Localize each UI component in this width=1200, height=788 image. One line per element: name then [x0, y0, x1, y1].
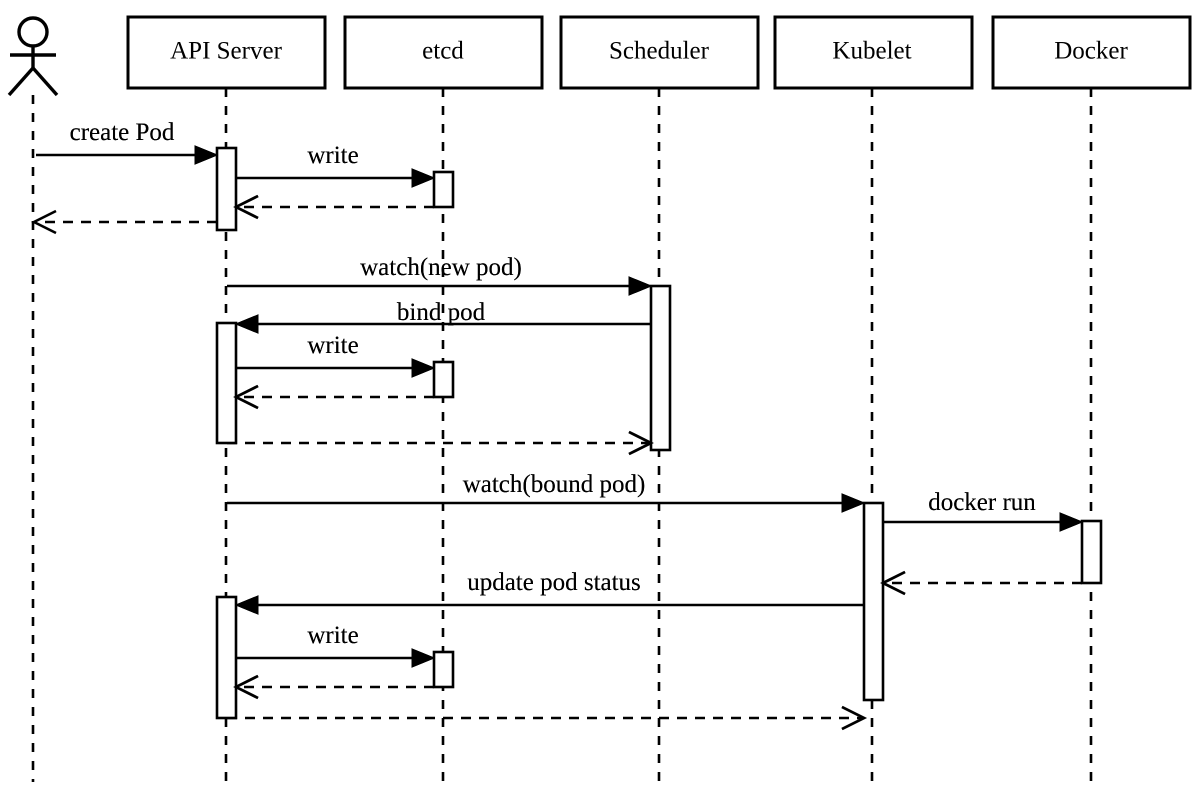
message-return-etcd-1[interactable]: [233, 194, 434, 220]
participant-label-etcd: etcd: [422, 38, 464, 65]
participant-box-docker[interactable]: [991, 15, 1192, 90]
participant-scheduler[interactable]: Scheduler: [559, 15, 760, 90]
message-return-actor[interactable]: [31, 209, 217, 235]
label-overlay-watch-new-pod: watch(new pod): [360, 254, 522, 281]
message-label-docker-run: docker run: [928, 489, 1036, 516]
label-overlay-write-3: write: [307, 622, 358, 649]
message-update-pod-status[interactable]: update pod status: [234, 569, 864, 615]
overlay-labels-group: create Pod write watch(new pod) bind pod…: [70, 119, 1037, 649]
message-label-update-pod-status: update pod status: [467, 569, 641, 596]
arrowhead-return-scheduler-overlay: [628, 430, 654, 456]
arrowhead-create-pod-overlay: [194, 145, 219, 165]
label-overlay-write-1: write: [307, 142, 358, 169]
label-overlay-write-2: write: [307, 332, 358, 359]
arrowhead-return-etcd-1-overlay: [233, 194, 259, 220]
arrowhead-watch-new-pod-overlay: [628, 276, 653, 296]
message-label-watch-bound-pod: watch(bound pod): [463, 471, 646, 498]
lifelines-group: [31, 88, 1093, 782]
message-label-write-3: write: [307, 622, 358, 649]
messages-group: create Pod write watch(n: [31, 119, 1084, 731]
label-overlay-update-pod-status: update pod status: [467, 569, 641, 596]
arrowhead-return-actor: [31, 209, 57, 235]
message-return-docker[interactable]: [880, 570, 1082, 596]
activation-bar-apiserver-1[interactable]: [215, 146, 238, 232]
actor-leg-right: [31, 66, 59, 97]
message-watch-bound-pod[interactable]: watch(bound pod): [227, 471, 866, 513]
participant-docker[interactable]: Docker: [991, 15, 1192, 90]
label-overlay-watch-bound-pod: watch(bound pod): [463, 471, 646, 498]
activations-group: [215, 146, 1103, 720]
message-label-create-pod: create Pod: [70, 119, 175, 146]
message-return-etcd-2[interactable]: [233, 384, 434, 410]
arrowhead-return-etcd-3-overlay: [233, 674, 259, 700]
participant-box-apiserver[interactable]: [126, 15, 327, 90]
arrowhead-write-1-overlay: [411, 168, 436, 188]
message-label-watch-new-pod: watch(new pod): [360, 254, 522, 281]
message-return-kubelet[interactable]: [227, 705, 867, 731]
activation-bar-apiserver-2[interactable]: [215, 321, 238, 445]
message-return-etcd-3[interactable]: [233, 674, 434, 700]
activation-bar-etcd-3[interactable]: [432, 650, 455, 689]
message-return-scheduler[interactable]: [227, 430, 654, 456]
participant-label-kubelet: Kubelet: [832, 38, 911, 65]
arrowhead-return-kubelet-overlay: [841, 705, 867, 731]
actor-head-icon: [17, 16, 49, 48]
participant-box-scheduler[interactable]: [559, 15, 760, 90]
actor-figure: [7, 16, 59, 97]
arrowhead-docker-run-overlay: [1059, 512, 1084, 532]
label-overlay-docker-run: docker run: [928, 489, 1036, 516]
label-overlay-create-pod: create Pod: [70, 119, 175, 146]
actor-leg-left: [7, 66, 35, 97]
arrowhead-write-3-overlay: [411, 648, 436, 668]
activation-bar-apiserver-3[interactable]: [215, 595, 238, 720]
arrowhead-write-2-overlay: [411, 358, 436, 378]
activation-bar-etcd-1[interactable]: [432, 170, 455, 209]
activation-bar-scheduler-1[interactable]: [649, 284, 672, 452]
arrowhead-return-etcd-2-overlay: [233, 384, 259, 410]
arrowhead-watch-bound-pod-overlay: [841, 493, 866, 513]
participant-label-docker: Docker: [1054, 38, 1128, 65]
participant-box-etcd[interactable]: [343, 15, 544, 90]
overlay-arrowheads-group: [194, 145, 1084, 731]
message-bind-pod[interactable]: bind pod: [234, 299, 651, 334]
participant-label-apiserver: API Server: [170, 38, 282, 65]
activation-bar-kubelet-1[interactable]: [862, 501, 885, 702]
message-label-write-2: write: [307, 332, 358, 359]
participant-etcd[interactable]: etcd: [343, 15, 544, 90]
arrowhead-update-pod-status-overlay: [234, 595, 259, 615]
activation-bar-docker-1[interactable]: [1080, 519, 1103, 585]
participant-label-scheduler: Scheduler: [609, 38, 710, 65]
label-overlay-bind-pod: bind pod: [397, 299, 486, 326]
message-label-bind-pod: bind pod: [397, 299, 486, 326]
participant-boxes-group: API Server etcd Scheduler Kubelet Docker: [126, 15, 1192, 90]
participant-kubelet[interactable]: Kubelet: [773, 15, 974, 90]
message-label-write-1: write: [307, 142, 358, 169]
participant-box-kubelet[interactable]: [773, 15, 974, 90]
participant-apiserver[interactable]: API Server: [126, 15, 327, 90]
activation-bar-etcd-2[interactable]: [432, 360, 455, 399]
arrowhead-return-docker-overlay: [880, 570, 906, 596]
arrowhead-bind-pod-overlay: [234, 314, 259, 334]
